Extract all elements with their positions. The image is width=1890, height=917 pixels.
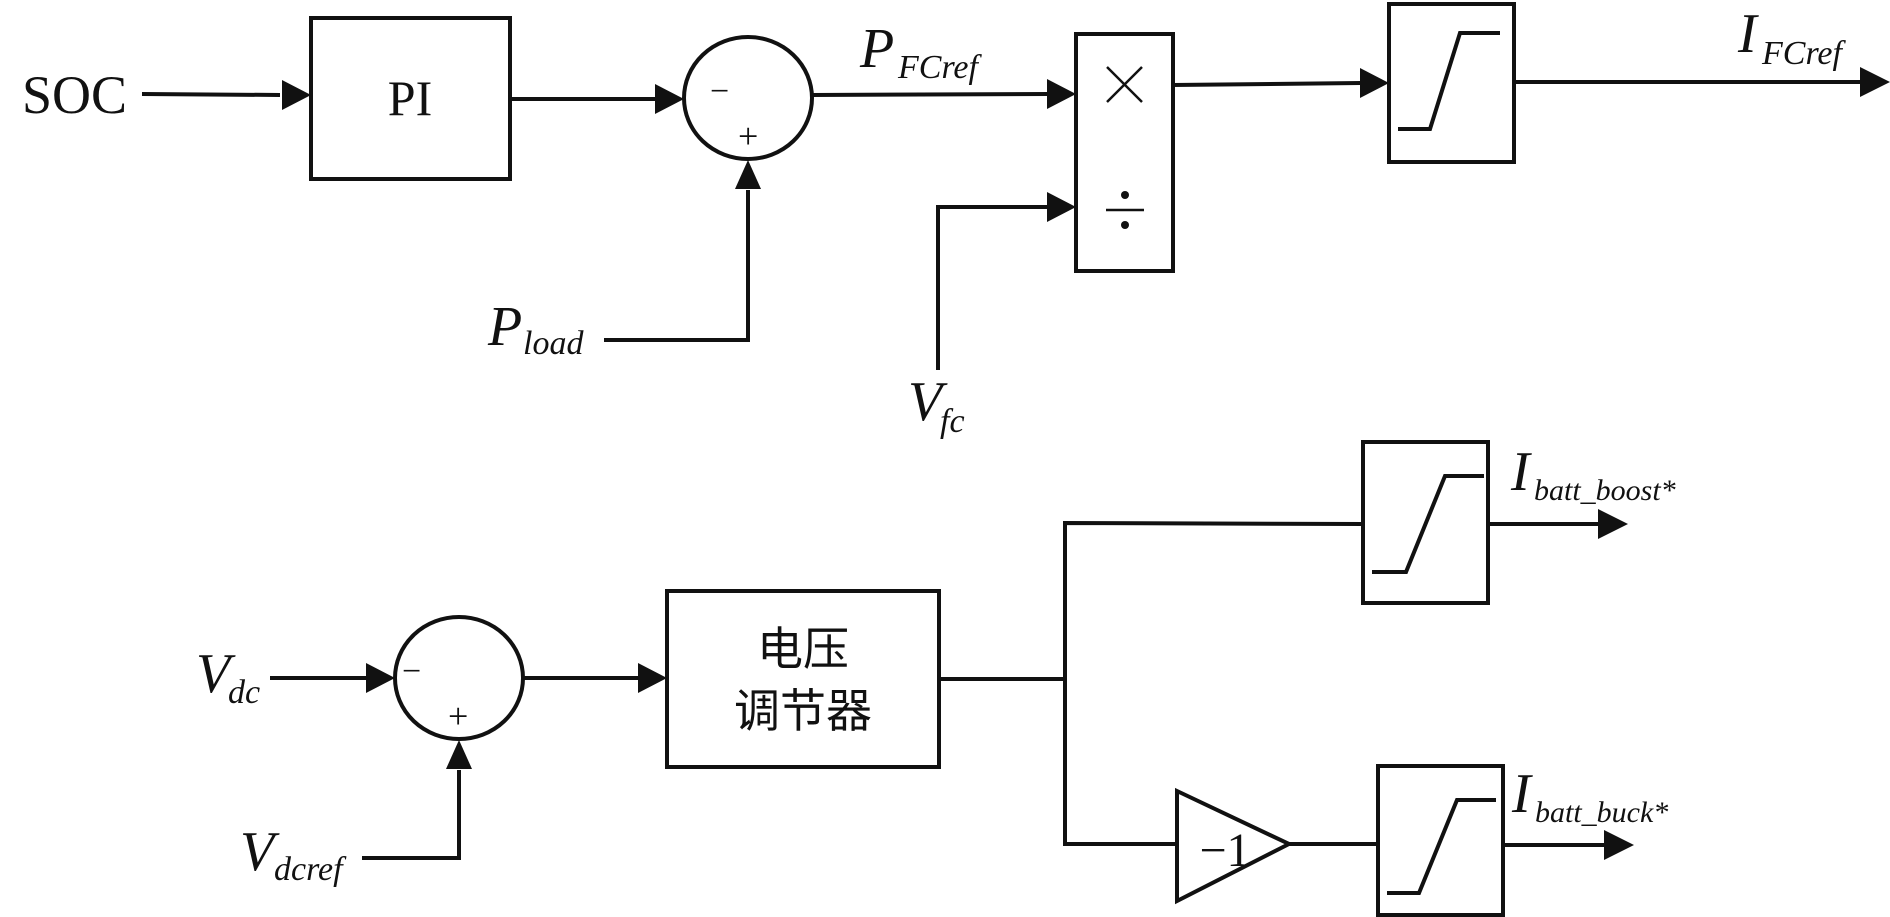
- saturation-block-1: [1387, 2, 1516, 164]
- regulator-label-line1: 电压: [757, 622, 849, 676]
- sum1-plus: +: [738, 116, 758, 156]
- arrowhead-icon: [1860, 67, 1890, 97]
- pi-label: PI: [388, 70, 432, 126]
- saturation-icon: [1372, 474, 1484, 574]
- pi-block: [309, 16, 512, 181]
- regulator-label-line2: 调节器: [734, 684, 872, 738]
- pfcref-main: P: [859, 18, 894, 80]
- pload-sub: load: [523, 325, 584, 362]
- vfc-sub: fc: [940, 403, 965, 440]
- gain-label: −1: [1199, 824, 1250, 877]
- branch-wire: [1063, 520, 1364, 846]
- ifcref-main: I: [1737, 3, 1759, 65]
- voltage-regulator-block: [665, 589, 941, 769]
- ifcref-sub: FCref: [1761, 35, 1847, 72]
- saturation-block-3: [1376, 764, 1505, 917]
- vdcref-sub: dcref: [274, 851, 347, 888]
- arrowhead-icon: [1047, 79, 1076, 109]
- iboost-sub: batt_boost*: [1534, 474, 1676, 507]
- multiply-icon: [1106, 66, 1143, 103]
- sum2-minus: −: [402, 653, 421, 690]
- arrowhead-icon: [282, 80, 311, 110]
- arrowhead-icon: [1598, 509, 1628, 539]
- arrowhead-icon: [446, 740, 472, 769]
- arrowhead-icon: [1360, 68, 1389, 98]
- ibuck-sub: batt_buck*: [1535, 796, 1668, 829]
- muldiv-out-wire: [1172, 81, 1362, 87]
- vdcref-main: V: [240, 821, 280, 883]
- pload-wire: [604, 190, 750, 342]
- ibuck-main: I: [1511, 763, 1533, 825]
- sum2-plus: +: [448, 696, 468, 736]
- vfc-wire: [936, 205, 1048, 370]
- arrowhead-icon: [638, 663, 667, 693]
- vdc-main: V: [196, 643, 236, 705]
- saturation-icon: [1398, 31, 1500, 131]
- soc-wire: [141, 92, 281, 97]
- multiply-divide-block: [1074, 32, 1175, 273]
- vdcref-wire: [362, 770, 461, 860]
- pfcref-wire: [811, 92, 1049, 97]
- sum1-minus: −: [710, 73, 729, 110]
- soc-label: SOC: [22, 65, 127, 125]
- arrowhead-icon: [1604, 830, 1634, 860]
- divide-icon: [1106, 191, 1144, 229]
- iboost-main: I: [1510, 441, 1532, 503]
- pload-main: P: [487, 296, 522, 358]
- vfc-main: V: [908, 371, 948, 433]
- arrowhead-icon: [655, 84, 684, 114]
- arrowhead-icon: [366, 663, 395, 693]
- vdc-sub: dc: [228, 674, 260, 711]
- summing-junction-1: [682, 35, 814, 161]
- gain-block: [1175, 787, 1294, 905]
- pfcref-sub: FCref: [897, 49, 983, 86]
- arrowhead-icon: [735, 160, 761, 189]
- arrowhead-icon: [1047, 192, 1076, 222]
- saturation-icon: [1387, 798, 1496, 895]
